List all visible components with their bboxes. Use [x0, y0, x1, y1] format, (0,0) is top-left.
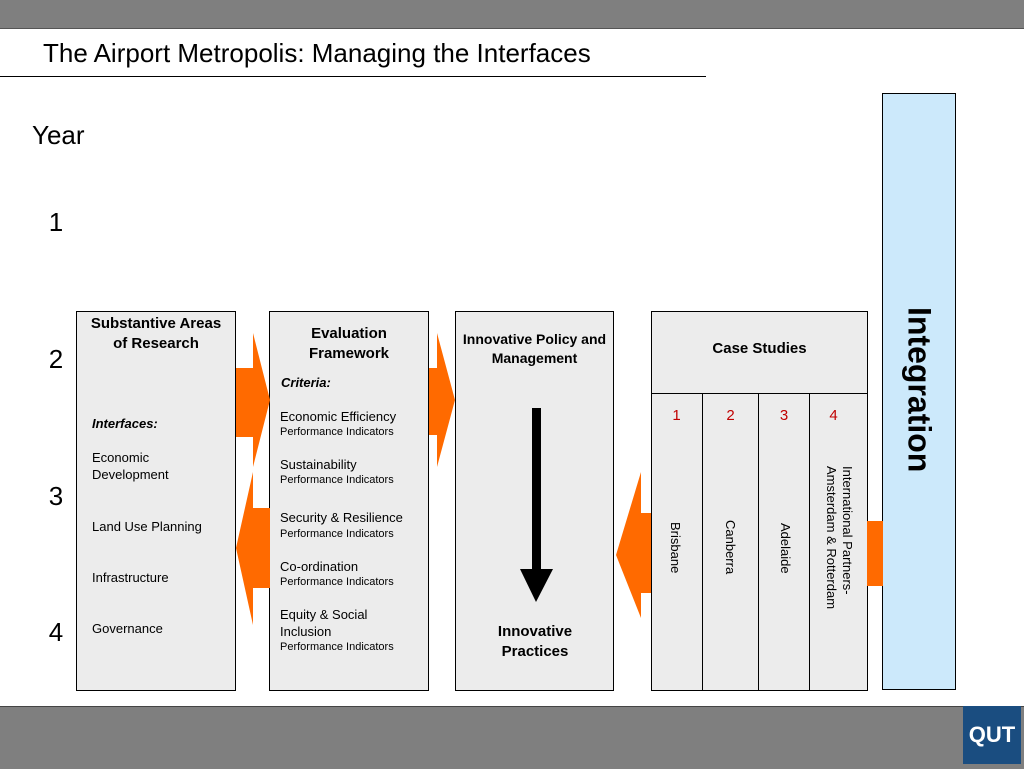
criterion-equity-social-inclusion-indicators: Performance Indicators — [280, 641, 394, 653]
criterion-economic-efficiency: Economic Efficiency — [280, 409, 397, 424]
criterion-security-resilience: Security & Resilience — [280, 510, 403, 525]
criterion-economic-efficiency-indicators: Performance Indicators — [280, 426, 394, 438]
case-column-adelaide — [758, 393, 810, 691]
innovative-practices-label: Innovative Practices — [497, 623, 573, 660]
criterion-sustainability-indicators: Performance Indicators — [280, 474, 394, 486]
evaluation-framework-box — [269, 311, 429, 691]
substantive-areas-heading: Substantive Areas of Research — [90, 315, 222, 352]
case-name-adelaide: Adelaide — [778, 523, 793, 574]
policy-down-arrow-shaft — [532, 408, 541, 570]
substantive-areas-box — [76, 311, 236, 691]
arrow-case-studies-to-policy — [616, 472, 651, 618]
case-studies-box — [651, 311, 868, 691]
policy-down-arrow-head — [520, 569, 553, 602]
case-name-brisbane: Brisbane — [668, 522, 683, 574]
top-bar — [0, 0, 1024, 29]
criterion-co-ordination: Co-ordination — [280, 559, 359, 574]
slide-title: The Airport Metropolis: Managing the Int… — [43, 38, 591, 68]
case-name-canberra: Canberra — [723, 520, 738, 575]
case-studies-header-divider — [651, 393, 868, 394]
arrow-substantive-to-evaluation — [236, 333, 270, 467]
criteria-label: Criteria: — [281, 375, 331, 390]
case-number-1: 1 — [672, 407, 681, 424]
integration-label-wrap: Integration — [882, 93, 956, 690]
arrow-evaluation-to-substantive — [236, 472, 270, 625]
year-3-label: 3 — [48, 481, 64, 511]
case-name-international-partners: International Partners- Amsterdam & Rott… — [824, 466, 855, 610]
interfaces-label: Interfaces: — [92, 416, 158, 431]
connector-integration-to-case-studies — [867, 521, 883, 586]
case-number-3: 3 — [779, 407, 789, 424]
qut-logo: QUT — [963, 706, 1021, 764]
criterion-security-resilience-indicators: Performance Indicators — [280, 528, 394, 540]
year-2-label: 2 — [48, 344, 64, 374]
year-axis-label: Year — [32, 120, 85, 150]
innovative-policy-heading: Innovative Policy and Management — [462, 331, 607, 366]
criterion-co-ordination-indicators: Performance Indicators — [280, 576, 394, 588]
case-number-2: 2 — [726, 407, 735, 424]
interface-land-use-planning: Land Use Planning — [92, 519, 202, 534]
case-number-4: 4 — [829, 407, 838, 424]
year-4-label: 4 — [48, 617, 64, 647]
interface-economic-development: Economic Development — [92, 450, 169, 482]
arrow-evaluation-to-policy — [429, 333, 455, 467]
criterion-sustainability: Sustainability — [280, 457, 357, 472]
case-column-brisbane — [651, 393, 703, 691]
title-rule — [0, 76, 706, 77]
integration-box — [882, 93, 956, 690]
interface-governance: Governance — [92, 621, 163, 636]
evaluation-framework-heading: Evaluation Framework — [308, 325, 390, 362]
bottom-bar — [0, 706, 1024, 769]
year-1-label: 1 — [48, 207, 64, 237]
integration-label: Integration — [901, 307, 938, 473]
case-studies-heading: Case Studies — [712, 340, 807, 357]
criterion-equity-social-inclusion: Equity & Social Inclusion — [280, 607, 368, 639]
case-column-canberra — [702, 393, 759, 691]
interface-infrastructure: Infrastructure — [92, 570, 169, 585]
